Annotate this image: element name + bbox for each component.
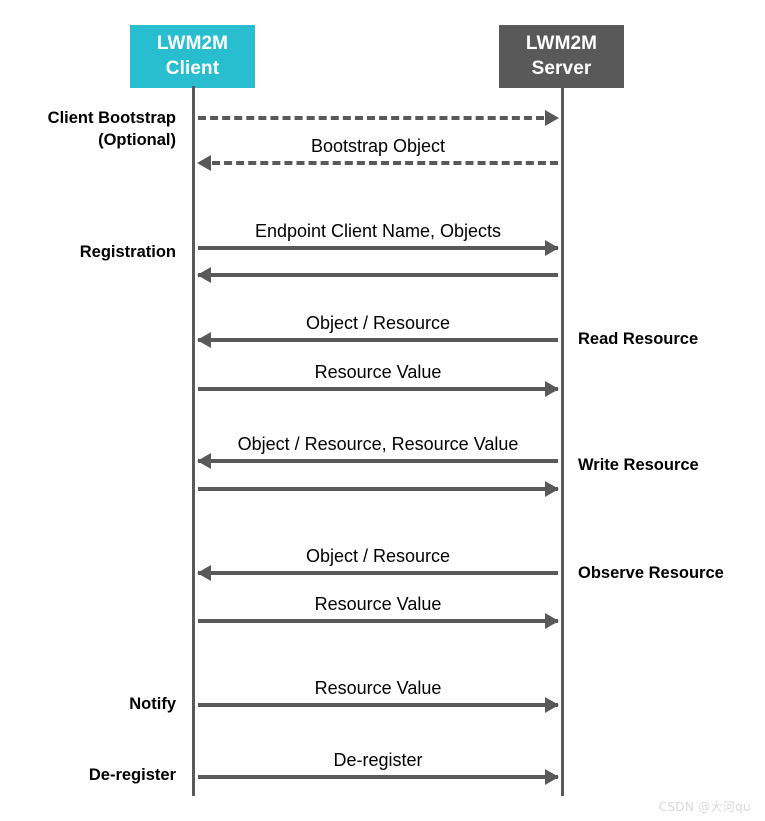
message-line-de-register [198,775,558,779]
message-line-bootstrap-request [198,116,544,120]
message-label-write-request: Object / Resource, Resource Value [237,434,519,455]
message-line-registration-request [198,246,558,250]
arrowhead-left-icon [197,155,211,171]
phase-label-observe-resource: Observe Resource [578,564,724,582]
arrowhead-right-icon [545,613,559,629]
lifeline-server [561,86,564,796]
phase-label-de-register: De-register [88,766,176,784]
message-line-write-request [198,459,558,463]
phase-label-write-resource: Write Resource [578,456,699,474]
message-label-bootstrap-object: Bootstrap Object [310,136,446,157]
message-line-observe-response [198,619,558,623]
message-label-de-register: De-register [333,750,423,771]
message-label-observe-request: Object / Resource [305,546,451,567]
actor-server-line2: Server [531,57,592,79]
arrowhead-right-icon [545,481,559,497]
arrowhead-right-icon [545,381,559,397]
phase-label-registration: Registration [79,243,176,261]
arrowhead-right-icon [545,769,559,785]
arrowhead-right-icon [545,110,559,126]
phase-label-read-resource: Read Resource [578,330,699,348]
message-line-notify [198,703,558,707]
message-line-read-response [198,387,558,391]
lifeline-client [192,86,195,796]
arrowhead-left-icon [197,565,211,581]
phase-label-client-bootstrap: Client Bootstrap (Optional) [47,109,176,149]
actor-box-lwm2m-client: LWM2M Client [130,25,255,88]
actor-box-lwm2m-server: LWM2M Server [499,25,624,88]
arrowhead-left-icon [197,453,211,469]
actor-server-line1: LWM2M [525,33,598,55]
actor-client-line2: Client [165,57,220,79]
message-label-registration-request: Endpoint Client Name, Objects [254,221,502,242]
message-line-observe-request [198,571,558,575]
arrowhead-right-icon [545,240,559,256]
message-label-notify: Resource Value [314,678,442,699]
message-label-read-response: Resource Value [314,362,442,383]
message-line-registration-ack [198,273,558,277]
message-line-read-request [198,338,558,342]
message-label-observe-response: Resource Value [314,594,442,615]
phase-label-notify: Notify [129,695,176,713]
arrowhead-right-icon [545,697,559,713]
actor-client-line1: LWM2M [156,33,229,55]
arrowhead-left-icon [197,332,211,348]
message-line-write-ack [198,487,558,491]
message-line-bootstrap-object [212,161,558,165]
message-label-read-request: Object / Resource [305,313,451,334]
watermark-text: CSDN @大河qu [658,800,751,814]
arrowhead-left-icon [197,267,211,283]
